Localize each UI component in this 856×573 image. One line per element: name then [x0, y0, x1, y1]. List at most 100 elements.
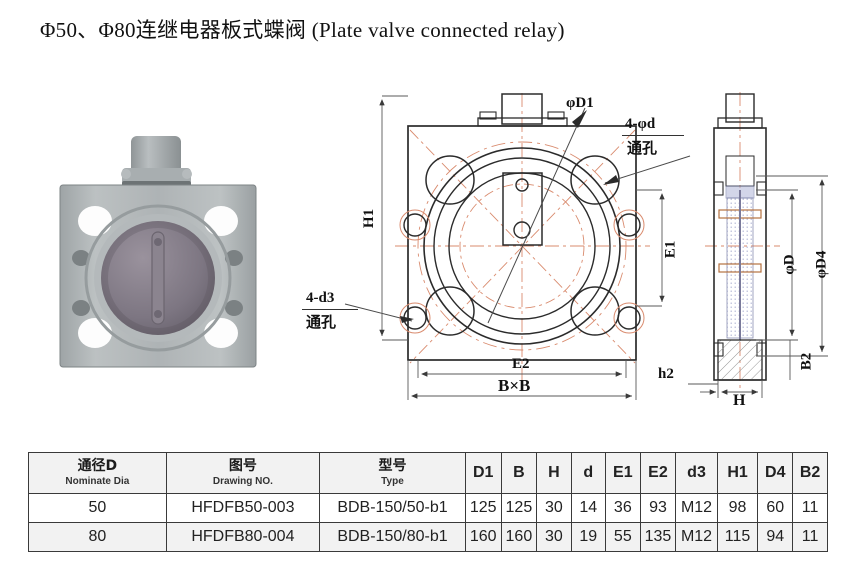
leader-phi-d1-arrow	[572, 110, 587, 128]
bore-circle-mid	[433, 157, 611, 335]
cell-d3: M12	[675, 493, 718, 523]
corner-hole-tl	[425, 155, 475, 205]
dim-e2	[417, 360, 627, 378]
side-stem-boss	[725, 93, 755, 123]
cell-dia: 50	[28, 493, 167, 523]
dim-h	[700, 380, 763, 398]
label-4-phi-d-cn: 通孔	[627, 139, 658, 157]
label-b2: B2	[798, 352, 815, 371]
cell-d4: 94	[757, 522, 794, 552]
cell-d3: M12	[675, 522, 718, 552]
label-h: H	[733, 392, 746, 409]
header-type: 型号 Type	[319, 452, 466, 494]
corner-hole-bl	[425, 286, 475, 336]
vane-pin-top	[515, 178, 529, 192]
photo-vane	[151, 231, 165, 325]
header-nominate-dia: 通径D Nominate Dia	[28, 452, 167, 494]
side-flange-hatched	[717, 339, 763, 381]
label-phi-d: φD	[781, 254, 798, 275]
cell-d4: 60	[757, 493, 794, 523]
label-4-phi-d-underline	[622, 135, 684, 136]
photo-stem-flange	[122, 168, 191, 185]
side-lug-tl	[713, 181, 724, 196]
header-drawing-no: 图号 Drawing NO.	[165, 452, 321, 494]
cell-e2: 135	[639, 522, 677, 552]
label-bxb: B×B	[498, 376, 531, 395]
cell-b2: 11	[792, 493, 828, 523]
page-title: Φ50、Φ80连继电器板式蝶阀 (Plate valve connected r…	[40, 14, 565, 44]
header-b2: B2	[792, 452, 828, 494]
photo-hole-bl	[78, 318, 112, 348]
header-h: H	[536, 452, 572, 494]
label-4-phi-d: 4-φd	[625, 116, 656, 132]
valve-photo	[52, 128, 264, 378]
photo-stem-bolt-left	[121, 169, 131, 179]
corner-hole-br	[570, 286, 620, 336]
cell-b2: 11	[792, 522, 828, 552]
leader-4phid-arrow	[603, 175, 619, 185]
header-d: d	[570, 452, 607, 494]
spec-table-header-row: 通径D Nominate Dia 图号 Drawing NO. 型号 Type …	[28, 452, 828, 494]
cell-h: 30	[536, 493, 572, 523]
photo-hole-tr	[204, 206, 238, 236]
cell-h1: 115	[716, 522, 759, 552]
header-h1: H1	[716, 452, 759, 494]
header-b: B	[500, 452, 538, 494]
header-d4: D4	[757, 452, 794, 494]
photo-smallhole-tl	[72, 250, 90, 266]
cell-e1: 55	[605, 522, 641, 552]
leader-4phid	[604, 155, 691, 184]
cell-drawing-no: HFDFB80-004	[165, 522, 321, 552]
dim-bxb	[407, 360, 637, 400]
stem-bolt-left	[479, 111, 497, 120]
cell-type: BDB-150/50-b1	[319, 493, 466, 523]
label-e1: E1	[662, 240, 679, 259]
side-view	[688, 92, 828, 398]
cell-d: 14	[570, 493, 607, 523]
photo-vane-pin-bottom	[154, 310, 162, 318]
technical-drawing: φD1 4-φd 通孔 4-d3 通孔 H1 E1 E2 B×B φD φD4 …	[290, 78, 856, 418]
label-4-d3: 4-d3	[306, 290, 335, 306]
cell-e2: 93	[639, 493, 677, 523]
cell-d1: 125	[464, 493, 502, 523]
header-e2: E2	[639, 452, 677, 494]
front-view-centerlines	[395, 93, 650, 390]
leader-4d3-arrow	[400, 316, 414, 323]
spec-table: 通径D Nominate Dia 图号 Drawing NO. 型号 Type …	[28, 452, 828, 552]
header-type-cn: 型号	[378, 458, 407, 474]
side-lug-tr	[756, 181, 767, 196]
label-4-d3-underline	[302, 309, 358, 310]
mid-hole-tl	[399, 209, 431, 241]
table-row: 80 HFDFB80-004 BDB-150/80-b1 160 160 30 …	[28, 522, 828, 552]
cell-dia: 80	[28, 522, 167, 552]
bore-circle-outer	[423, 147, 621, 345]
stem-bolt-right	[547, 111, 565, 120]
cell-drawing-no: HFDFB50-003	[165, 493, 321, 523]
mid-hole-br	[613, 302, 645, 334]
label-4-d3-cn: 通孔	[306, 313, 337, 331]
cell-e1: 36	[605, 493, 641, 523]
spec-table-wrap: 通径D Nominate Dia 图号 Drawing NO. 型号 Type …	[28, 452, 828, 552]
mid-hole-tr	[613, 209, 645, 241]
cell-type: BDB-150/80-b1	[319, 522, 466, 552]
header-nominate-dia-cn: 通径D	[77, 458, 118, 474]
label-h2: h2	[658, 366, 674, 382]
photo-vane-pin-top	[154, 238, 162, 246]
photo-stem	[131, 136, 181, 178]
photo-smallhole-bl	[72, 300, 90, 316]
corner-hole-tr	[570, 155, 620, 205]
header-e1: E1	[605, 452, 641, 494]
header-drawing-no-en: Drawing NO.	[212, 476, 273, 487]
spec-table-head: 通径D Nominate Dia 图号 Drawing NO. 型号 Type …	[28, 452, 828, 494]
photo-stem-bolt-right	[182, 169, 192, 179]
photo-hole-br	[204, 318, 238, 348]
spec-table-body: 50 HFDFB50-003 BDB-150/50-b1 125 125 30 …	[28, 493, 828, 552]
photo-smallhole-br	[225, 300, 243, 316]
dim-phi-d	[756, 189, 798, 341]
cell-d1: 160	[464, 522, 502, 552]
label-phi-d1: φD1	[566, 95, 594, 111]
label-e2: E2	[512, 356, 530, 372]
photo-bore-outer-ring	[84, 204, 232, 352]
cell-h: 30	[536, 522, 572, 552]
